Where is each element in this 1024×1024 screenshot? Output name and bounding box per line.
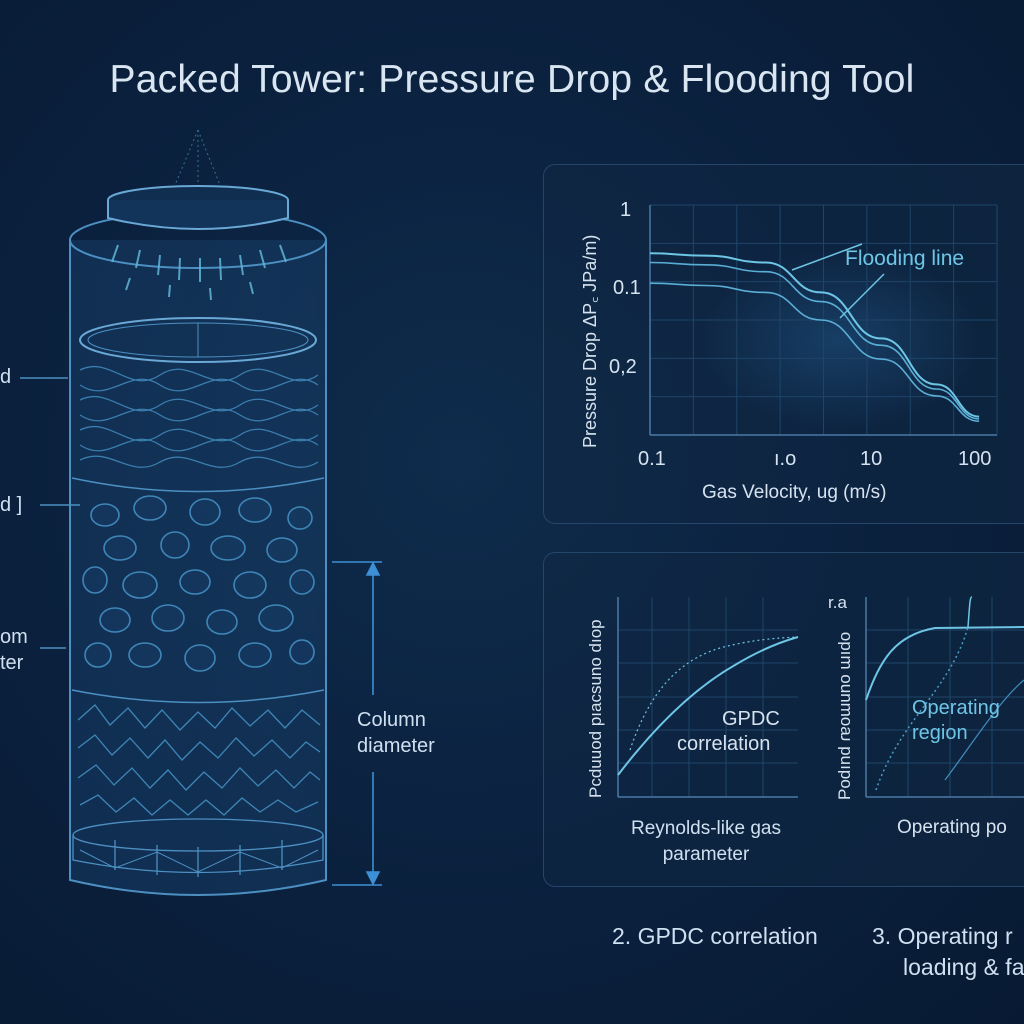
gpdc-x-label: Reynolds-like gas parameter [631, 818, 781, 865]
flooding-line-pointer-2 [839, 273, 885, 319]
pressure-drop-series-1 [649, 261, 980, 420]
main-x-label: Gas Velocity, uɡ (m/s) [702, 482, 886, 503]
caption-operating-1: 3. Operating r [872, 923, 1013, 949]
column-diameter-label: Column diameter [357, 709, 435, 757]
gpdc-annotation-1: GPDC [722, 708, 780, 730]
gpdc-curve [617, 636, 799, 776]
left-pointer-lines [20, 377, 80, 649]
saddle-packing [77, 704, 321, 816]
liquid-droplets [111, 244, 287, 301]
tower-label-2: d ] [0, 494, 23, 516]
operating-annotation-1: Operating [912, 697, 1000, 719]
main-y-tick-2: 0.1 [613, 277, 641, 299]
operating-x-label: Operating po [897, 817, 1007, 838]
operating-y-label: Podınd ɾɐoɯuno ɯıdo [835, 632, 854, 800]
flooding-line-pointer [791, 243, 863, 271]
main-x-tick-2: ı.o [774, 448, 796, 470]
page-title: Packed Tower: Pressure Drop & Flooding T… [109, 58, 915, 101]
flooding-line-annotation: Flooding line [845, 247, 964, 270]
operating-top-tick: r.a [828, 593, 847, 612]
main-x-tick-1: 0.1 [638, 448, 666, 470]
tower-label-4: ter [0, 652, 24, 674]
operating-curve-2 [875, 626, 969, 791]
operating-curve-3 [944, 679, 1024, 781]
operating-grid [866, 597, 1024, 797]
main-y-label: Pressure Drop ΔP꜀ JPa/m) [580, 235, 600, 448]
flooding-line-series [649, 252, 980, 418]
column-shell [69, 240, 327, 896]
tower-label-1: d [0, 366, 12, 388]
main-y-tick-1: 1 [620, 199, 631, 221]
support-grid [72, 818, 324, 877]
main-y-tick-3: 0,2 [609, 356, 637, 378]
operating-vertical [967, 596, 973, 628]
pressure-drop-series-2 [649, 282, 980, 422]
gpdc-annotation-2: correlation [677, 733, 770, 755]
small-charts-panel [543, 552, 1024, 887]
caption-operating-2: loading & fa [903, 954, 1024, 980]
operating-curve-1 [865, 626, 1024, 701]
caption-gpdc: 2. GPDC correlation [612, 923, 818, 949]
gpdc-grid [618, 597, 798, 797]
spray-lines [174, 129, 221, 186]
main-x-tick-4: 100 [958, 448, 991, 470]
main-x-tick-3: 10 [860, 448, 882, 470]
random-packing [82, 495, 315, 672]
gpdc-y-label: Pcduuod pıacsuno dıop [586, 619, 605, 798]
operating-annotation-2: region [912, 722, 968, 744]
diameter-dimension [332, 561, 382, 886]
tower-label-3: om [0, 626, 28, 648]
structured-packing [79, 365, 319, 468]
